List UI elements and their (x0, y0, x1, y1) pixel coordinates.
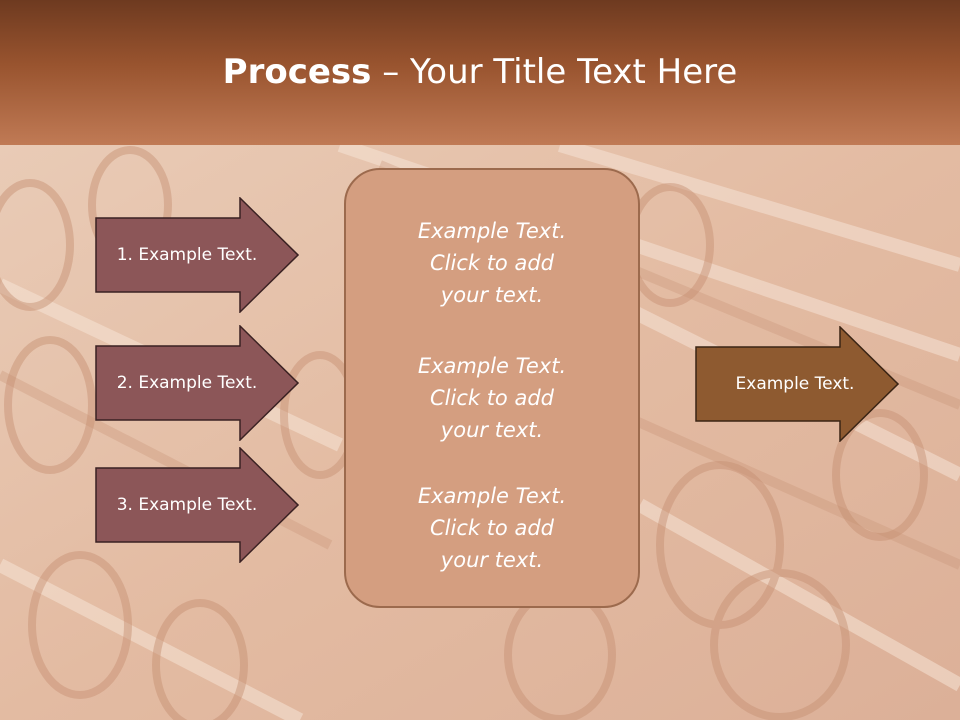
center-paragraph-1-line-1: Example Text. (417, 219, 567, 243)
center-paragraph-3-line-1: Example Text. (417, 484, 567, 508)
center-paragraph-1-line-3: your text. (440, 283, 544, 307)
center-paragraph-3-line-2: Click to add (429, 516, 554, 540)
arrow-shape (95, 325, 299, 441)
title-separator: – (371, 52, 411, 92)
title-rest: Your Title Text Here (410, 52, 738, 92)
arrow-shape (695, 326, 899, 442)
center-paragraph-2-line-3: your text. (440, 418, 544, 442)
right-arrow[interactable]: Example Text. (695, 326, 899, 442)
right-arrow-label: Example Text. (735, 374, 855, 394)
center-paragraph-3: Example Text. Click to add your text. (346, 480, 638, 576)
center-paragraph-2-line-2: Click to add (429, 386, 554, 410)
center-paragraph-2-line-1: Example Text. (417, 354, 567, 378)
left-arrow-3[interactable]: 3. Example Text. (95, 447, 299, 563)
left-arrow-2-label: 2. Example Text. (116, 373, 258, 393)
arrow-shape (95, 447, 299, 563)
left-arrow-1[interactable]: 1. Example Text. (95, 197, 299, 313)
slide-title[interactable]: Process – Your Title Text Here (0, 52, 960, 92)
center-paragraph-1-line-2: Click to add (429, 251, 554, 275)
left-arrow-2[interactable]: 2. Example Text. (95, 325, 299, 441)
title-bar (0, 0, 960, 145)
arrow-shape (95, 197, 299, 313)
left-arrow-3-label: 3. Example Text. (116, 495, 258, 515)
left-arrow-1-label: 1. Example Text. (116, 245, 258, 265)
center-paragraph-2: Example Text. Click to add your text. (346, 350, 638, 446)
center-paragraph-1: Example Text. Click to add your text. (346, 215, 638, 311)
center-paragraph-3-line-3: your text. (440, 548, 544, 572)
title-bold: Process (222, 52, 372, 92)
center-text-box[interactable]: Example Text. Click to add your text. Ex… (344, 168, 640, 608)
